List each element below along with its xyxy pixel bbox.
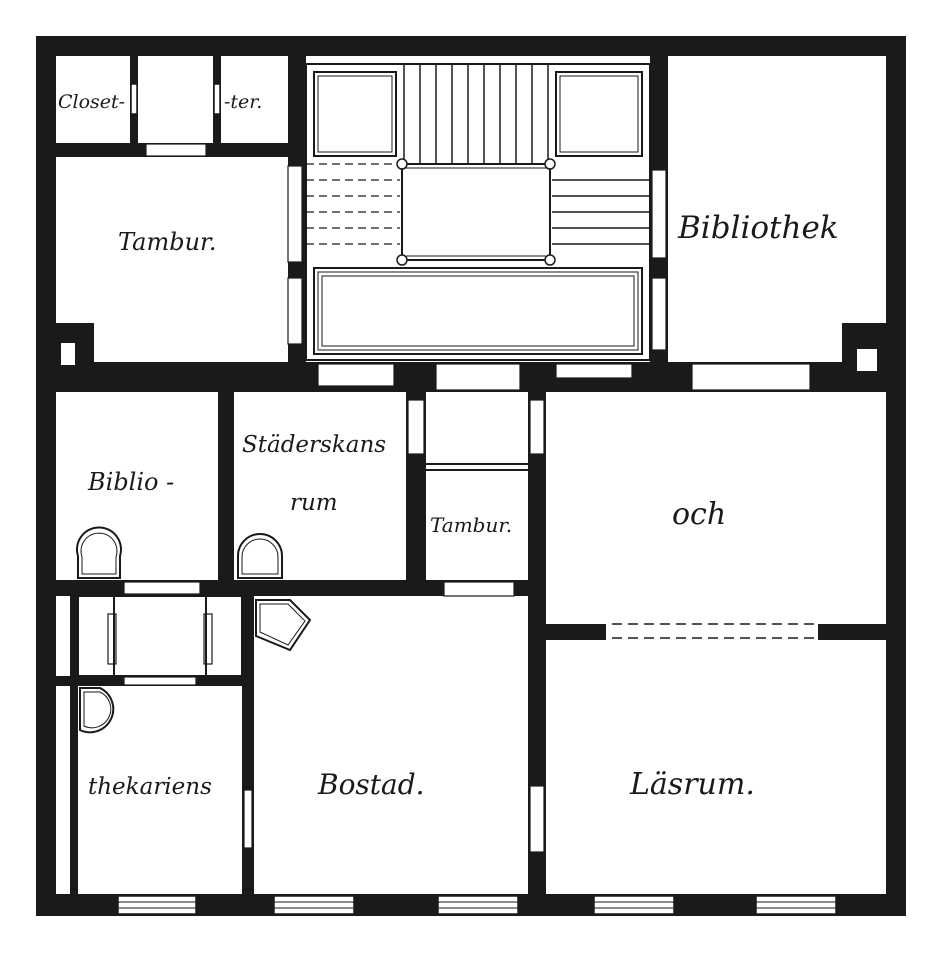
label-thekariens: thekariens xyxy=(88,774,212,800)
windows-bottom xyxy=(117,895,837,915)
label-closet-left: Closet- xyxy=(58,91,125,113)
room-labels: Closet- -ter. Tambur. Bibliothek Biblio … xyxy=(58,91,839,802)
tile-stoves xyxy=(76,526,312,734)
label-lasrum: Läsrum. xyxy=(629,767,755,802)
chimney-right xyxy=(855,347,879,373)
window-mullions xyxy=(118,901,836,909)
chimney-left xyxy=(59,341,77,367)
staircase xyxy=(305,63,651,361)
label-tambur-mid: Tambur. xyxy=(430,513,512,537)
label-rum: rum xyxy=(290,490,338,516)
tambur-mid-lines xyxy=(426,463,528,471)
label-bostad: Bostad. xyxy=(317,768,425,801)
label-staderskans: Städerskans xyxy=(242,432,386,458)
closet-doors xyxy=(130,83,221,115)
label-biblio: Biblio - xyxy=(87,468,174,496)
label-closet-right: -ter. xyxy=(224,91,262,113)
label-tambur-top: Tambur. xyxy=(118,228,217,256)
dashed-opening xyxy=(612,623,814,639)
label-och: och xyxy=(672,497,726,532)
newel-posts xyxy=(396,158,556,266)
label-bibliothek: Bibliothek xyxy=(677,210,839,246)
door-openings xyxy=(107,143,811,853)
lobby-box xyxy=(77,595,243,677)
interior-walls xyxy=(56,56,886,894)
